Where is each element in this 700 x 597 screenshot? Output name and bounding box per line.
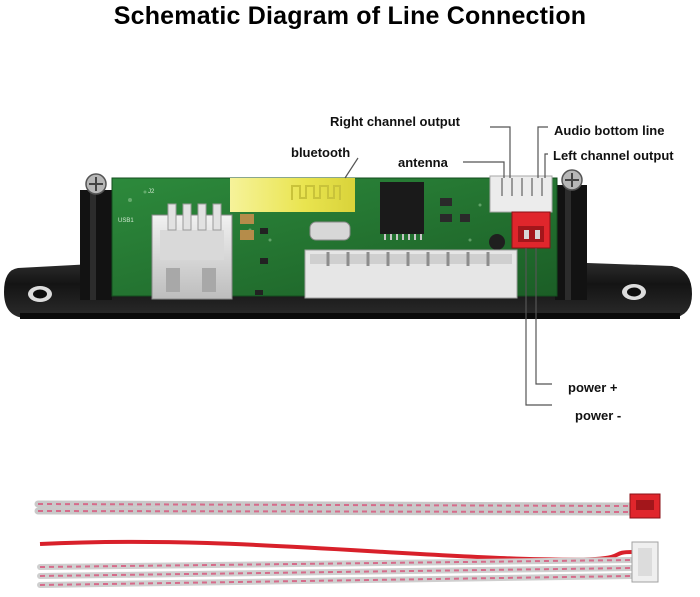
svg-text:J2: J2 xyxy=(148,189,155,195)
label-right-channel-output: Right channel output xyxy=(330,114,460,129)
label-bluetooth: bluetooth xyxy=(291,145,351,160)
mounting-posts xyxy=(80,169,587,300)
pin-header-connector xyxy=(304,249,518,299)
usb-port xyxy=(151,203,233,300)
four-wire-cable xyxy=(37,539,659,588)
svg-text:USB1: USB1 xyxy=(118,218,134,224)
label-power-minus: power - xyxy=(575,408,622,423)
diagram-title: Schematic Diagram of Line Connection xyxy=(113,2,587,30)
leader-lines xyxy=(344,126,552,406)
pcb-components xyxy=(240,182,505,295)
audio-connector xyxy=(489,175,553,213)
label-power-plus: power + xyxy=(568,380,618,395)
label-left-channel-output: Left channel output xyxy=(553,148,674,163)
power-connector xyxy=(511,211,551,249)
two-wire-cable xyxy=(34,493,661,519)
label-audio-bottom-line: Audio bottom line xyxy=(554,123,665,138)
label-antenna: antenna xyxy=(398,155,448,170)
bluetooth-module xyxy=(230,178,355,212)
